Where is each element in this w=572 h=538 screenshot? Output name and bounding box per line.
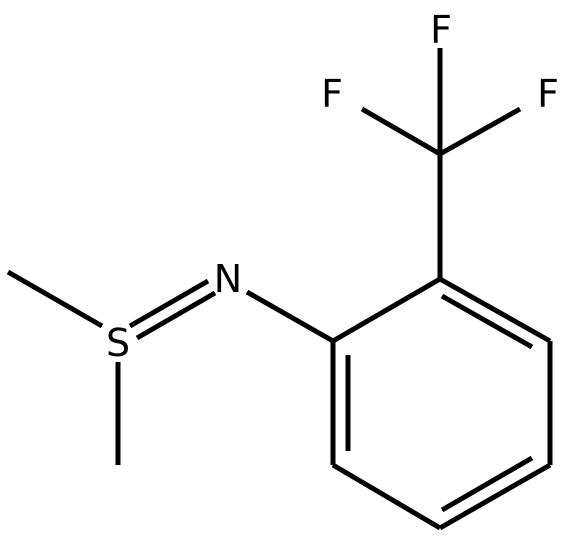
ring-bond-1: [331, 276, 442, 344]
ring-bond-4: [438, 462, 552, 531]
bond-n-ring: [245, 289, 335, 344]
bond-c-f-right: [438, 106, 522, 157]
ring-bond-2: [438, 276, 552, 344]
ring-inner-bond-3: [440, 455, 534, 513]
atom-label-n: N: [214, 257, 242, 301]
bond-s-n-inner: [135, 290, 217, 341]
bond-c-f-left: [360, 106, 442, 157]
bond-s-n-outer: [128, 278, 210, 329]
bond-methyl1-s: [6, 269, 104, 329]
atom-label-f-right: F: [537, 72, 559, 116]
atom-label-f-top: F: [430, 8, 452, 52]
ring-inner-bond-2: [440, 293, 534, 350]
atom-label-f-left: F: [321, 72, 343, 116]
ring-bond-5: [331, 462, 442, 531]
atom-label-s: S: [106, 321, 130, 365]
